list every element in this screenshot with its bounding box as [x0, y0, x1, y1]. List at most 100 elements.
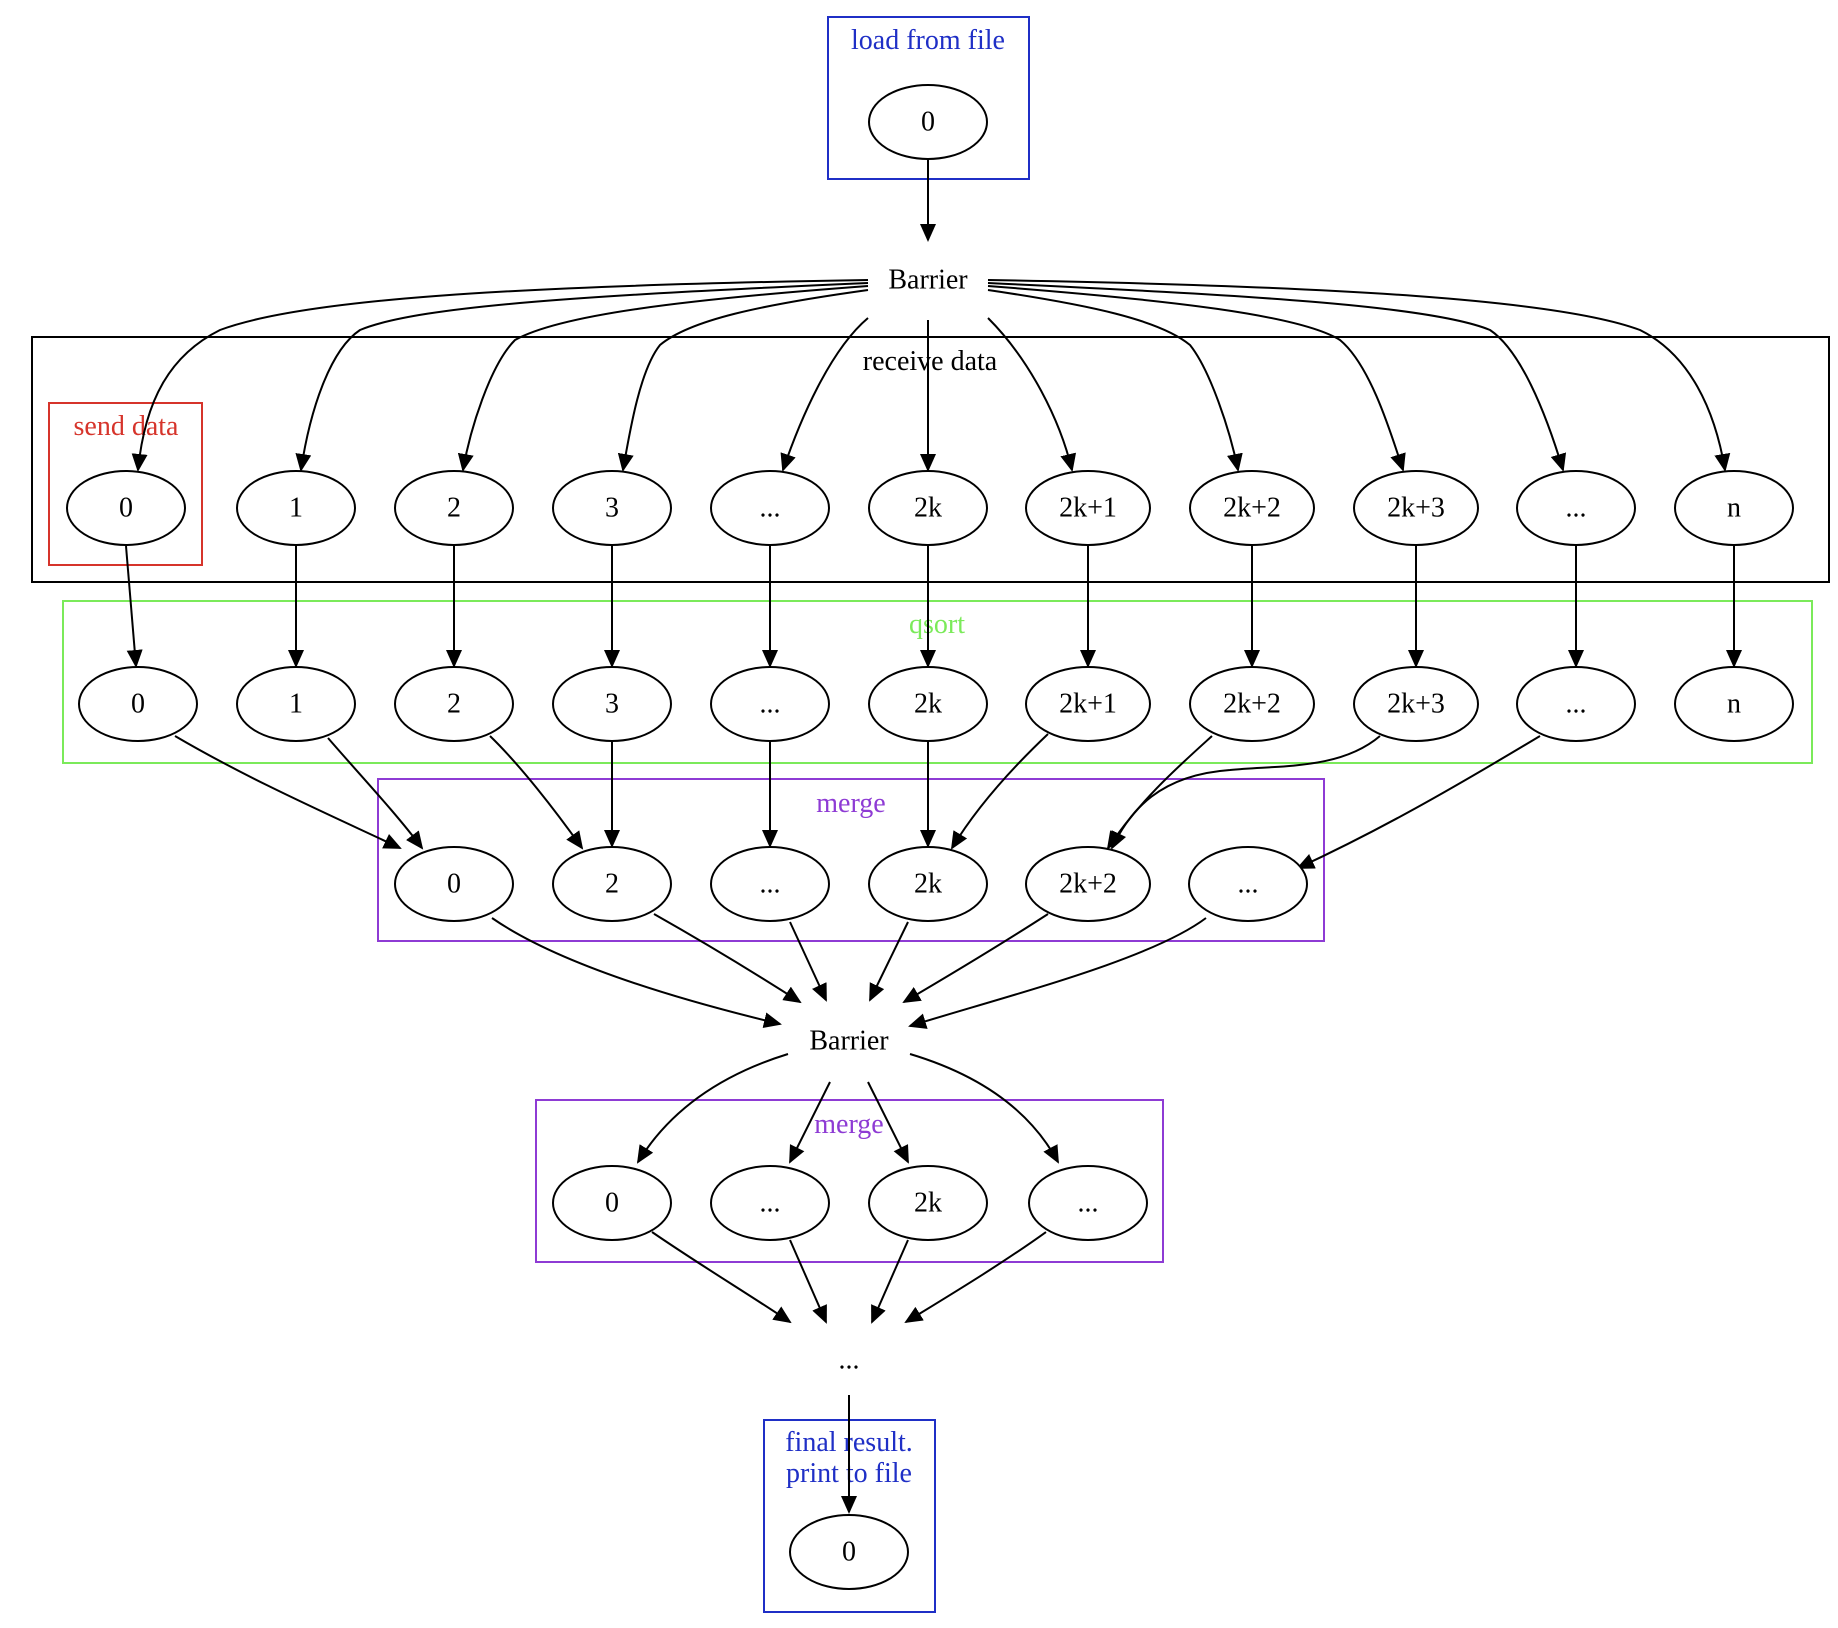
node-merge1-2-label: 2 — [605, 869, 619, 900]
node-qsort-2k2: 2k+2 — [1189, 666, 1315, 742]
edge-barrier-to-recv-dots-b — [987, 282, 1567, 472]
node-qsort-2k1-label: 2k+1 — [1059, 689, 1117, 720]
node-qsort-2k2-label: 2k+2 — [1223, 689, 1281, 720]
edge-barrier-to-recv-3 — [617, 289, 869, 472]
edge-merge2-dots-b-to-ellipsis — [904, 1231, 1047, 1324]
node-load-0-label: 0 — [921, 107, 935, 138]
node-recv-2k2: 2k+2 — [1189, 470, 1315, 546]
node-recv-0-label: 0 — [119, 493, 133, 524]
edge-qsort-1-to-merge1-0 — [327, 737, 424, 850]
cluster-merge-2-label: merge — [814, 1109, 883, 1140]
node-qsort-2k3: 2k+3 — [1353, 666, 1479, 742]
node-recv-dots-a: ... — [710, 470, 830, 546]
edge-qsort-0-to-merge1-0 — [174, 735, 402, 849]
cluster-merge-1: merge — [377, 778, 1325, 942]
node-recv-3: 3 — [552, 470, 672, 546]
cluster-send-data: send data — [48, 402, 203, 566]
node-qsort-dots-b: ... — [1516, 666, 1636, 742]
edge-barrier-to-recv-0 — [131, 279, 869, 472]
edge-merge1-2k2-to-barrier2 — [902, 913, 1049, 1004]
edge-barrier-to-recv-2 — [457, 285, 869, 472]
node-merge2-dots-b: ... — [1028, 1165, 1148, 1241]
edge-barrier-to-recv-n — [987, 279, 1731, 472]
edge-qsort-dots-b-to-merge1-dots — [1296, 735, 1541, 869]
cluster-merge-2-box — [535, 1099, 1164, 1263]
node-barrier-1-label: Barrier — [888, 265, 968, 296]
node-barrier-2-label: Barrier — [809, 1026, 889, 1057]
node-qsort-2k: 2k — [868, 666, 988, 742]
node-merge2-2k-label: 2k — [914, 1188, 942, 1219]
cluster-qsort: qsort — [62, 600, 1813, 764]
node-qsort-2k3-label: 2k+3 — [1387, 689, 1445, 720]
node-merge2-dots-a-label: ... — [760, 1188, 781, 1219]
edge-merge1-2k-to-barrier2 — [869, 921, 909, 1002]
node-merge1-2k-label: 2k — [914, 869, 942, 900]
node-qsort-1: 1 — [236, 666, 356, 742]
node-recv-2k3-label: 2k+3 — [1387, 493, 1445, 524]
node-merge1-dots-b-label: ... — [1238, 869, 1259, 900]
cluster-load-from-file-label: load from file — [851, 25, 1005, 56]
edge-merge1-dots-to-barrier2 — [789, 921, 827, 1002]
edge-barrier-to-recv-2k2 — [987, 289, 1243, 472]
node-merge2-dots-b-label: ... — [1078, 1188, 1099, 1219]
edge-merge1-0-to-barrier2 — [491, 917, 782, 1029]
node-merge2-2k: 2k — [868, 1165, 988, 1241]
edge-qsort-2k2-to-merge1-2k2 — [1106, 735, 1213, 850]
node-recv-2k-label: 2k — [914, 493, 942, 524]
node-merge2-0: 0 — [552, 1165, 672, 1241]
node-merge1-2k2-label: 2k+2 — [1059, 869, 1117, 900]
edge-qsort-2-to-merge1-2 — [489, 735, 584, 850]
node-recv-3-label: 3 — [605, 493, 619, 524]
cluster-merge-1-box — [377, 778, 1325, 942]
node-ellipsis-label: ... — [839, 1345, 860, 1376]
edge-barrier-to-recv-2k3 — [987, 285, 1406, 472]
cluster-qsort-label: qsort — [909, 609, 965, 640]
node-recv-dots-b: ... — [1516, 470, 1636, 546]
nodes: 0 Barrier 0 1 2 3 ... 2k — [66, 84, 1794, 1590]
cluster-receive-data-box — [31, 336, 1830, 583]
cluster-send-data-box — [48, 402, 203, 566]
node-recv-2k: 2k — [868, 470, 988, 546]
node-recv-dots-a-label: ... — [760, 493, 781, 524]
node-qsort-dots-b-label: ... — [1566, 689, 1587, 720]
node-final-0-label: 0 — [842, 1537, 856, 1568]
node-qsort-3: 3 — [552, 666, 672, 742]
edge-barrier2-to-merge2-dots-b — [909, 1053, 1059, 1164]
cluster-send-data-label: send data — [74, 411, 180, 442]
cluster-receive-data-label: receive data — [863, 346, 998, 377]
edge-barrier2-to-merge2-0 — [636, 1053, 789, 1164]
node-recv-dots-b-label: ... — [1566, 493, 1587, 524]
node-recv-2k3: 2k+3 — [1353, 470, 1479, 546]
cluster-merge-1-label: merge — [816, 788, 885, 819]
node-qsort-2: 2 — [394, 666, 514, 742]
edge-barrier2-to-merge2-2k — [867, 1081, 909, 1164]
node-qsort-n-label: n — [1727, 689, 1741, 720]
node-recv-2: 2 — [394, 470, 514, 546]
edge-recv-0-to-qsort-0 — [125, 545, 143, 668]
node-qsort-dots-a: ... — [710, 666, 830, 742]
node-qsort-3-label: 3 — [605, 689, 619, 720]
node-recv-1: 1 — [236, 470, 356, 546]
node-recv-0: 0 — [66, 470, 186, 546]
edge-barrier-to-recv-2k1 — [987, 317, 1077, 472]
node-barrier-1: Barrier — [888, 265, 968, 296]
node-merge1-2k2: 2k+2 — [1025, 846, 1151, 922]
node-recv-n: n — [1674, 470, 1794, 546]
cluster-merge-2: merge — [535, 1099, 1164, 1263]
edge-merge2-2k-to-ellipsis — [871, 1239, 909, 1324]
edge-merge1-2-to-barrier2 — [653, 913, 802, 1004]
node-merge1-0-label: 0 — [447, 869, 461, 900]
node-barrier-2: Barrier — [809, 1026, 889, 1057]
edge-qsort-2k3-to-merge1-2k2 — [1111, 735, 1381, 850]
edge-merge1-dots-b-to-barrier2 — [908, 917, 1207, 1029]
node-qsort-0: 0 — [78, 666, 198, 742]
node-recv-2k1-label: 2k+1 — [1059, 493, 1117, 524]
node-recv-2k2-label: 2k+2 — [1223, 493, 1281, 524]
cluster-receive-data: receive data — [31, 336, 1830, 583]
edge-qsort-2k1-to-merge1-2k — [950, 733, 1049, 850]
node-merge2-dots-a: ... — [710, 1165, 830, 1241]
node-recv-2k1: 2k+1 — [1025, 470, 1151, 546]
edge-merge2-dots-a-to-ellipsis — [789, 1239, 827, 1324]
node-load-0: 0 — [868, 84, 988, 160]
